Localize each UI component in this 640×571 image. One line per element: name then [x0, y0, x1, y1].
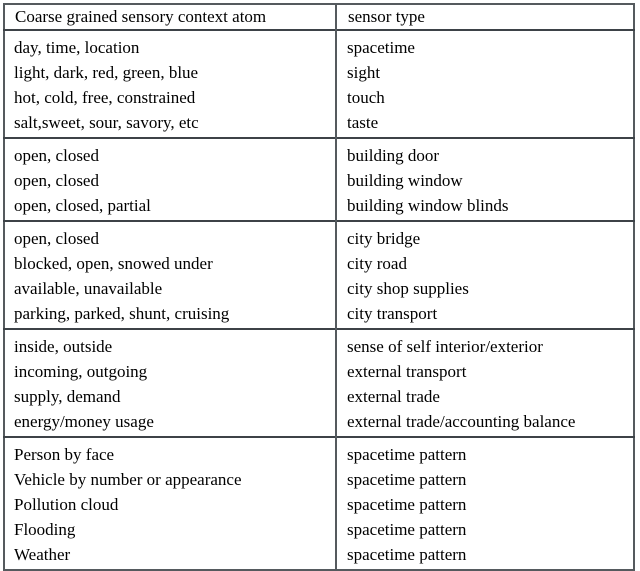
section-rule-gap-cell	[4, 30, 337, 33]
cell-sensor-type: spacetime pattern	[347, 545, 467, 564]
section-rule-gap	[4, 221, 634, 224]
table-header-row-group: Coarse grained sensory context atom sens…	[4, 4, 634, 30]
section-rule-gap	[4, 138, 634, 141]
cell-context-atom: light, dark, red, green, blue	[4, 60, 337, 85]
cell-sensor-type: spacetime	[347, 38, 415, 57]
cell-sensor-type: sense of self interior/exterior	[347, 337, 543, 356]
table-row: salt,sweet, sour, savory, etc taste	[4, 110, 634, 138]
table-row: open, closed building window	[4, 168, 634, 193]
table-row: parking, parked, shunt, cruising city tra…	[4, 301, 634, 329]
cell-sensor-type: taste	[347, 113, 379, 132]
table-section-sensory-modalities: day, time, location spacetime light, dark,…	[4, 30, 634, 138]
cell-sensor-type: city road	[347, 254, 407, 273]
cell-context-atom: day, time, location	[4, 33, 337, 60]
cell-sensor-type: external trade/accounting balance	[347, 412, 576, 431]
table-row: Flooding spacetime pattern	[4, 517, 634, 542]
cell-sensor-type: spacetime pattern	[347, 470, 467, 489]
table-row: open, closed city bridge	[4, 224, 634, 251]
cell-sensor-type: external transport	[347, 362, 467, 381]
cell-context-atom: Pollution cloud	[4, 492, 337, 517]
cell-context-atom: supply, demand	[4, 384, 337, 409]
table-row: day, time, location spacetime	[4, 33, 634, 60]
section-rule-gap-cell	[4, 329, 337, 332]
cell-context-atom: open, closed	[4, 168, 337, 193]
cell-sensor-type: building window blinds	[347, 196, 509, 215]
section-rule-gap	[4, 329, 634, 332]
cell-sensor-type: spacetime pattern	[347, 495, 467, 514]
table-row: inside, outside sense of self interior/ex…	[4, 332, 634, 359]
section-rule-gap-cell	[4, 437, 337, 440]
cell-context-atom: Flooding	[4, 517, 337, 542]
cell-context-atom: energy/money usage	[4, 409, 337, 437]
table-container: Coarse grained sensory context atom sens…	[3, 3, 635, 571]
sensory-context-atom-table: Coarse grained sensory context atom sens…	[3, 3, 635, 571]
table-row: hot, cold, free, constrained touch	[4, 85, 634, 110]
cell-context-atom: salt,sweet, sour, savory, etc	[4, 110, 337, 138]
cell-context-atom: available, unavailable	[4, 276, 337, 301]
cell-sensor-type: building window	[347, 171, 463, 190]
cell-context-atom: Weather	[4, 542, 337, 570]
cell-sensor-type: city transport	[347, 304, 438, 323]
cell-sensor-type: city shop supplies	[347, 279, 469, 298]
section-rule-gap-cell	[4, 138, 337, 141]
cell-context-atom: Person by face	[4, 440, 337, 467]
table-section-self-and-external: inside, outside sense of self interior/ex…	[4, 329, 634, 437]
section-rule-gap	[4, 30, 634, 33]
cell-sensor-type: city bridge	[347, 229, 421, 248]
cell-sensor-type: external trade	[347, 387, 440, 406]
table-row: light, dark, red, green, blue sight	[4, 60, 634, 85]
table-row: Vehicle by number or appearance spacetime…	[4, 467, 634, 492]
table-row: supply, demand external trade	[4, 384, 634, 409]
column-header-atom: Coarse grained sensory context atom	[4, 4, 337, 30]
cell-context-atom: open, closed	[4, 224, 337, 251]
table-row: blocked, open, snowed under city road	[4, 251, 634, 276]
table-row: energy/money usage external trade/account…	[4, 409, 634, 437]
cell-context-atom: parking, parked, shunt, cruising	[4, 301, 337, 329]
cell-sensor-type: sight	[347, 63, 381, 82]
cell-sensor-type: spacetime pattern	[347, 445, 467, 464]
cell-context-atom: Vehicle by number or appearance	[4, 467, 337, 492]
cell-context-atom: blocked, open, snowed under	[4, 251, 337, 276]
cell-context-atom: open, closed	[4, 141, 337, 168]
section-rule-gap	[4, 437, 634, 440]
cell-context-atom: inside, outside	[4, 332, 337, 359]
table-row: Weather spacetime pattern	[4, 542, 634, 570]
table-row: available, unavailable city shop supplies	[4, 276, 634, 301]
table-row: Pollution cloud spacetime pattern	[4, 492, 634, 517]
cell-context-atom: hot, cold, free, constrained	[4, 85, 337, 110]
table-row: Person by face spacetime pattern	[4, 440, 634, 467]
cell-context-atom: open, closed, partial	[4, 193, 337, 221]
cell-context-atom: incoming, outgoing	[4, 359, 337, 384]
table-section-city: open, closed city bridge blocked, open, sn…	[4, 221, 634, 329]
cell-sensor-type: building door	[347, 146, 440, 165]
table-row: open, closed, partial building window bli…	[4, 193, 634, 221]
table-header-row: Coarse grained sensory context atom sens…	[4, 4, 634, 30]
table-row: incoming, outgoing external transport	[4, 359, 634, 384]
table-section-building: open, closed building door open, closed bui…	[4, 138, 634, 221]
table-row: open, closed building door	[4, 141, 634, 168]
cell-sensor-type: touch	[347, 88, 385, 107]
section-rule-gap-cell	[4, 221, 337, 224]
column-header-sensor: sensor type	[348, 7, 425, 26]
cell-sensor-type: spacetime pattern	[347, 520, 467, 539]
